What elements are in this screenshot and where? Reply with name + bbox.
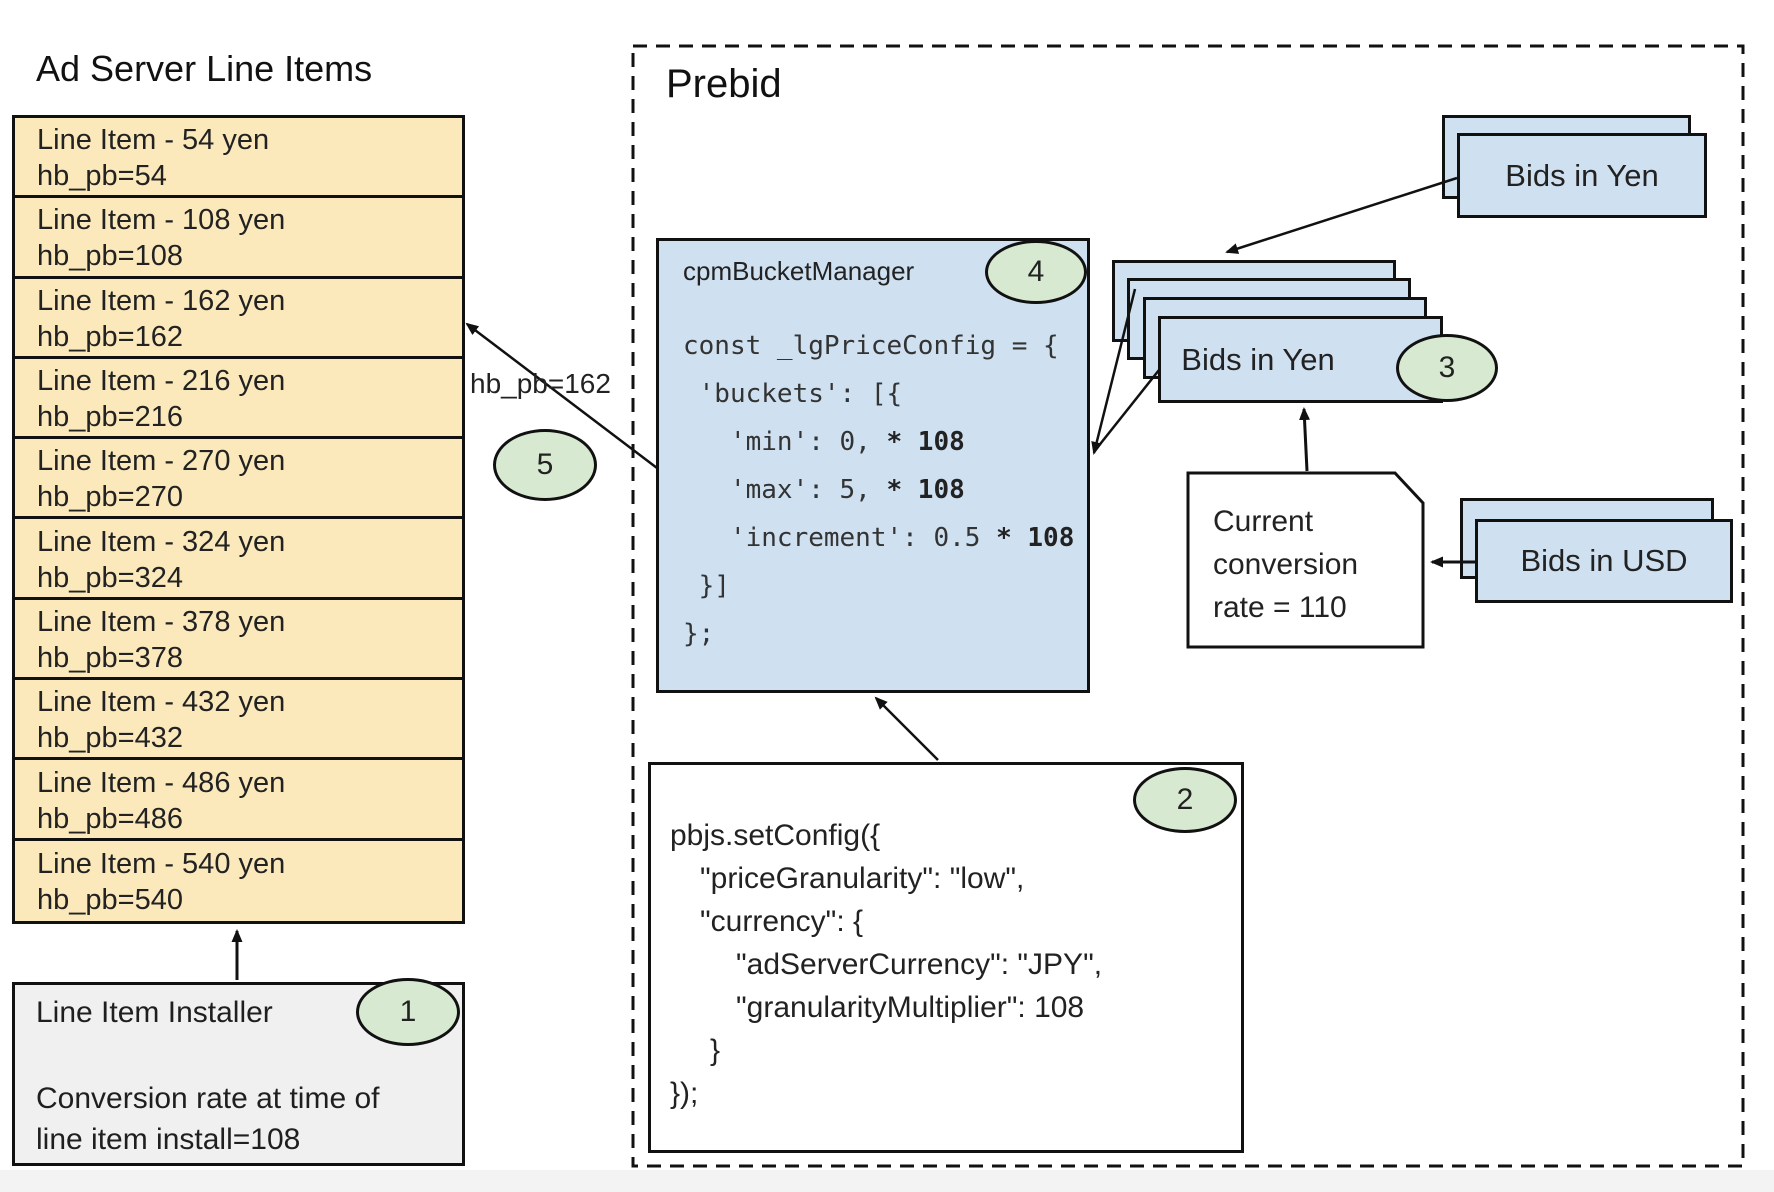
pbjs-code-line: } [710,1034,721,1067]
code-segment: 'max': 5, [683,475,871,505]
prebid-label: Prebid [666,62,782,106]
installer-note-line: Conversion rate at time of [36,1082,380,1115]
line-item-hb-value: hb_pb=324 [37,561,183,594]
line-item-hb-value: hb_pb=216 [37,401,183,434]
step-badge-5: 5 [493,429,597,501]
cpm-code-line: 'max': 5, * 108 [683,466,1074,514]
line-item-label: Line Item - 108 yen [37,204,286,237]
conversion-rate-note: Current conversion rate = 110 [1213,500,1358,629]
installer-note-line: line item install=108 [36,1123,301,1156]
pbjs-code-line: "adServerCurrency": "JPY", [736,948,1103,981]
line-item-hb-value: hb_pb=432 [37,722,183,755]
code-segment: 'increment': 0.5 [683,523,997,553]
code-segment: }; [683,619,715,649]
line-item-label: Line Item - 54 yen [37,124,270,157]
bids-in-yen-top-card: Bids in Yen [1457,133,1707,218]
pbjs-code-line: pbjs.setConfig({ [670,819,881,852]
cpm-code-line: 'increment': 0.5 * 108 [683,514,1074,562]
cpm-code-line: }] [683,562,1074,610]
pbjs-code-line: "priceGranularity": "low", [700,862,1025,895]
pbjs-code-line: "granularityMultiplier": 108 [736,991,1085,1024]
code-segment: const _lgPriceConfig = { [683,331,1059,361]
line-item-label: Line Item - 324 yen [37,525,286,558]
step-badge-4: 4 [985,240,1087,304]
bids-in-usd-card: Bids in USD [1475,519,1733,603]
code-segment: 'min': 0, [683,427,871,457]
step-badge-2: 2 [1133,767,1237,833]
pbjs-code-line: "currency": { [700,905,864,938]
line-item-label: Line Item - 216 yen [37,365,286,398]
step-badge-3: 3 [1396,334,1498,402]
line-item-hb-value: hb_pb=378 [37,641,183,674]
pbjs-setconfig-code: pbjs.setConfig({ "priceGranularity": "low… [670,814,1102,1115]
step-badge-1: 1 [356,978,460,1046]
cpm-bucket-manager-code: const _lgPriceConfig = { 'buckets': [{ '… [683,322,1074,658]
arrow-note-to-stack [1299,407,1311,472]
conversion-note-line: Current [1213,505,1314,538]
code-segment: * 108 [870,475,965,505]
line-item-label: Line Item - 270 yen [37,445,286,478]
line-item-hb-value: hb_pb=540 [37,884,183,917]
line-item-label: Line Item - 378 yen [37,605,286,638]
line-item-label: Line Item - 432 yen [37,686,286,719]
cpm-code-line: const _lgPriceConfig = { [683,322,1074,370]
cpm-code-line: 'buckets': [{ [683,370,1074,418]
code-segment: 'buckets': [{ [683,379,903,409]
line-item-hb-value: hb_pb=486 [37,802,183,835]
arrow-yentop-to-stack [1225,176,1458,254]
line-item-label: Line Item - 162 yen [37,284,286,317]
hb-pb-arrow-label: hb_pb=162 [470,368,611,399]
line-item-hb-value: hb_pb=270 [37,481,183,514]
line-stack-to-bucket [1096,369,1160,449]
bottom-strip [0,1170,1774,1192]
conversion-note-line: rate = 110 [1213,591,1347,624]
installer-title: Line Item Installer [36,996,273,1029]
conversion-note-line: conversion [1213,548,1359,581]
line-item-label: Line Item - 540 yen [37,848,286,881]
cpm-code-line: 'min': 0, * 108 [683,418,1074,466]
code-segment: }] [683,571,730,601]
line-item-label: Line Item - 486 yen [37,766,286,799]
arrow-pbjs-to-bucket [874,696,939,761]
cpm-bucket-manager-title: cpmBucketManager [683,256,915,286]
line-item-hb-value: hb_pb=54 [37,160,167,193]
line-item-hb-value: hb_pb=108 [37,240,183,273]
installer-note: Conversion rate at time of line item inst… [36,1078,380,1160]
code-segment: * 108 [996,523,1075,553]
pbjs-code-line: }); [670,1077,699,1110]
line-item-hb-value: hb_pb=162 [37,320,183,353]
code-segment: * 108 [870,427,965,457]
ad-server-title: Ad Server Line Items [36,48,373,89]
cpm-code-line: }; [683,610,1074,658]
